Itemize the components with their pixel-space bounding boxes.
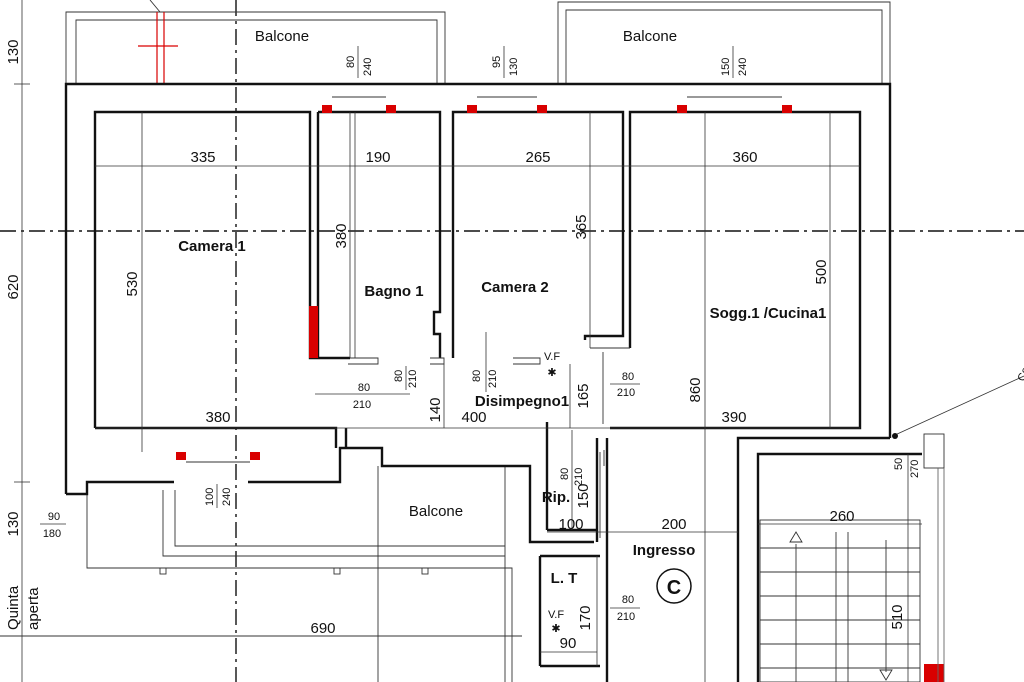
dim-door-c1-h: 210 — [407, 370, 419, 388]
label-balcone-top-left: Balcone — [255, 28, 309, 45]
balcony-bottom — [0, 466, 522, 682]
dim-door-b1-w: 80 — [358, 382, 370, 394]
label-vf-top: V.F — [544, 351, 560, 363]
label-lt: L. T — [551, 570, 578, 587]
door-soggiorno — [590, 347, 630, 424]
dim-win2-w: 95 — [491, 56, 503, 68]
label-camera2: Camera 2 — [481, 279, 549, 296]
dim-door-lt-w: 80 — [622, 594, 634, 606]
label-camera1: Camera 1 — [178, 238, 246, 255]
stair-marker: C — [656, 568, 692, 604]
dim-v-530: 530 — [124, 271, 141, 296]
dim-quinta-h: 180 — [43, 528, 61, 540]
dim-top-265: 265 — [525, 149, 550, 166]
dim-v-165: 165 — [575, 383, 592, 408]
label-ripostiglio: Rip. — [542, 489, 570, 506]
balcony-top-right — [557, 1, 891, 84]
dim-v-170: 170 — [577, 605, 594, 630]
dim-win4-w: 100 — [204, 488, 216, 506]
label-balcone-bottom: Balcone — [409, 503, 463, 520]
label-soggiorno: Sogg.1 /Cucina1 — [710, 305, 827, 322]
label-vf-bottom: V.F — [548, 609, 564, 621]
door-ripostiglio — [599, 450, 605, 538]
dim-top-190: 190 — [365, 149, 390, 166]
label-quinta: Quinta — [5, 585, 22, 630]
dim-door-rip-h: 210 — [573, 468, 585, 486]
dim-v-365: 365 — [573, 214, 590, 239]
label-ingresso: Ingresso — [633, 542, 696, 559]
dim-h-260: 260 — [829, 508, 854, 525]
dim-left-130-bottom: 130 — [5, 511, 22, 536]
dim-ext-h: 270 — [909, 460, 921, 478]
dim-top-335: 335 — [190, 149, 215, 166]
dim-door-lt-h: 210 — [617, 611, 635, 623]
dim-door-c2-w: 80 — [471, 370, 483, 382]
dim-left-130-top: 130 — [5, 39, 22, 64]
label-right-note: Con finestra — [1016, 323, 1024, 383]
exterior-walls — [64, 82, 922, 682]
dim-left-620: 620 — [5, 274, 22, 299]
dim-win1-w: 80 — [345, 56, 357, 68]
label-disimpegno: Disimpegno1 — [475, 393, 569, 410]
windows — [176, 96, 944, 682]
dim-h-690: 690 — [310, 620, 335, 637]
label-aperta: aperta — [25, 587, 42, 630]
dim-door-sog-w: 80 — [622, 371, 634, 383]
dim-top-360: 360 — [732, 149, 757, 166]
door-camera2 — [430, 357, 541, 365]
dim-win3-h: 240 — [737, 58, 749, 76]
dim-h-90: 90 — [560, 635, 577, 652]
dim-door-c2-h: 210 — [487, 370, 499, 388]
label-balcone-top-right: Balcone — [623, 28, 677, 45]
room-labels: Camera 1 Bagno 1 Camera 2 Sogg.1 /Cucina… — [5, 28, 1024, 635]
dim-h-200: 200 — [661, 516, 686, 533]
dim-win3-w: 150 — [720, 58, 732, 76]
dim-ext-w: 50 — [893, 458, 905, 470]
stair-marker-letter: C — [667, 577, 681, 599]
balcony-top-left — [65, 0, 446, 84]
dim-win4-h: 240 — [221, 488, 233, 506]
dim-win2-h: 130 — [508, 58, 520, 76]
dim-v-860: 860 — [687, 377, 704, 402]
dim-v-500: 500 — [813, 259, 830, 284]
dim-h-100: 100 — [558, 516, 583, 533]
dim-h-400: 400 — [461, 409, 486, 426]
dim-door-rip-w: 80 — [559, 468, 571, 480]
dim-h-380: 380 — [205, 409, 230, 426]
stair — [759, 433, 945, 682]
dim-quinta-w: 90 — [48, 511, 60, 523]
dim-door-b1-h: 210 — [353, 399, 371, 411]
dim-v-380: 380 — [333, 223, 350, 248]
dim-v-510: 510 — [889, 604, 906, 629]
dimension-lines — [14, 0, 1024, 682]
vf-top-symbol: ✱ — [547, 367, 556, 379]
dim-door-c1-w: 80 — [393, 370, 405, 382]
dim-h-390: 390 — [721, 409, 746, 426]
dimension-values: 335 190 265 360 130 620 130 530 380 365 … — [5, 39, 921, 652]
door-bagno1 — [348, 112, 379, 365]
label-bagno1: Bagno 1 — [364, 283, 423, 300]
dim-win1-h: 240 — [362, 58, 374, 76]
vf-bottom-symbol: ✱ — [551, 623, 560, 635]
dim-door-sog-h: 210 — [617, 387, 635, 399]
dim-v-150: 150 — [575, 483, 592, 508]
dim-v-140: 140 — [427, 397, 444, 422]
